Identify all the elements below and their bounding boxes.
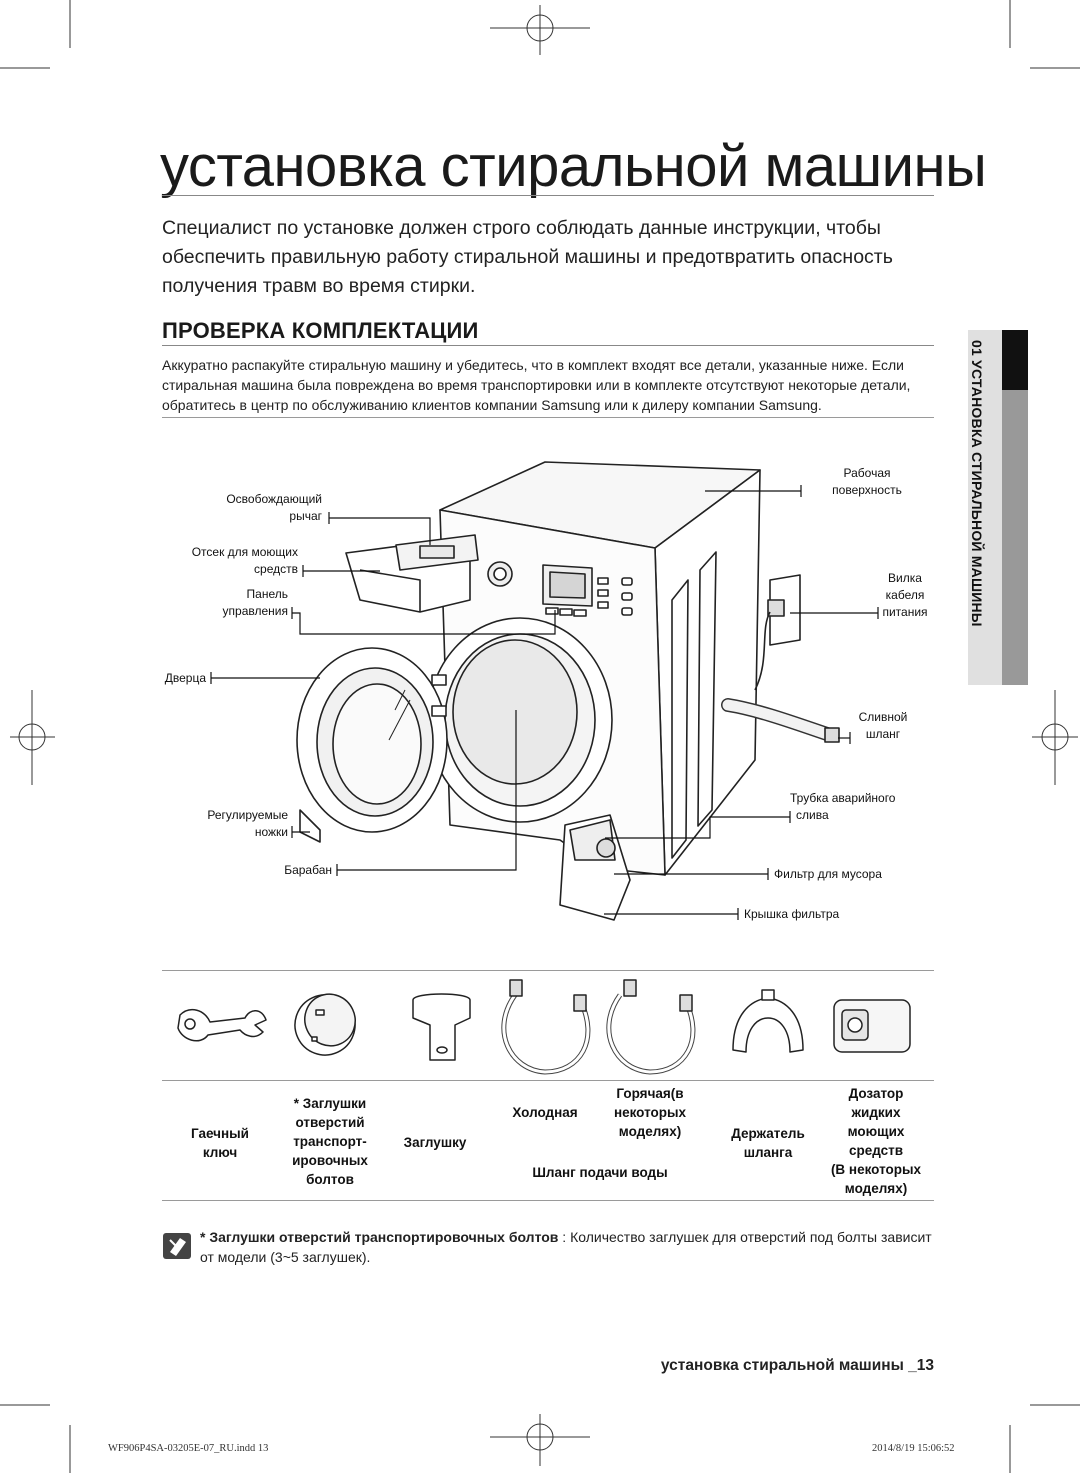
section-heading: ПРОВЕРКА КОМПЛЕКТАЦИИ <box>162 318 479 343</box>
label-emergency-drain: Трубка аварийного слива <box>790 790 930 824</box>
caption-spanner-line2: ключ <box>202 1145 238 1160</box>
label-power-plug-line2: кабеля <box>885 588 925 602</box>
caption-liquid-detergent-line5: (В некоторых <box>830 1162 922 1177</box>
caption-plug: Заглушку <box>403 1135 467 1150</box>
divider-top <box>162 417 934 418</box>
caption-liquid-detergent: Дозатор жидких моющих средств (В некотор… <box>820 1084 932 1198</box>
label-power-plug-line3: питания <box>882 605 928 619</box>
plug-icon <box>412 993 471 1061</box>
label-debris-filter: Фильтр для мусора <box>774 867 882 881</box>
label-drain-hose: Сливной шланг <box>850 709 916 743</box>
section-underline <box>162 345 934 346</box>
divider-accessories-bottom <box>162 1200 934 1201</box>
caption-hot-hose-line2: некоторых <box>613 1105 687 1120</box>
label-filter-cover: Крышка фильтра <box>744 907 840 921</box>
label-door: Дверца <box>164 671 206 685</box>
side-tab-background <box>968 330 1002 685</box>
label-emergency-drain-line2: слива <box>796 808 829 822</box>
caption-hot-hose: Горячая(в некоторых моделях) <box>595 1084 705 1141</box>
caption-liquid-detergent-line3: моющих <box>847 1124 905 1139</box>
section-paragraph: Аккуратно распакуйте стиральную машину и… <box>162 357 911 413</box>
label-detergent-drawer: Отсек для моющих средств <box>150 544 298 578</box>
label-release-lever-line2: рычаг <box>289 509 322 523</box>
caption-hose-guide-line1: Держатель <box>731 1126 805 1141</box>
intro-paragraph: Специалист по установке должен строго со… <box>162 217 893 297</box>
liquid-detergent-dispenser-icon <box>833 999 911 1053</box>
label-worktop: Рабочая поверхность <box>807 465 927 499</box>
label-worktop-line2: поверхность <box>832 483 902 497</box>
label-release-lever-line1: Освобождающий <box>226 492 322 506</box>
side-tab-bar <box>1002 390 1028 685</box>
note-text: * Заглушки отверстий транспортировочных … <box>200 1227 940 1267</box>
note-body: : Количество заглушек для отверстий под … <box>200 1229 932 1265</box>
caption-bolt-caps-line4: ировочных <box>292 1153 368 1168</box>
divider-accessories-top <box>162 970 934 971</box>
label-control-panel-line2: управления <box>222 604 288 618</box>
caption-bolt-caps-line3: транспорт- <box>293 1134 367 1149</box>
label-adjustable-feet-line1: Регулируемые <box>207 808 288 822</box>
caption-bolt-caps-line5: болтов <box>306 1172 354 1187</box>
caption-bolt-caps: * Заглушки отверстий транспорт- ировочны… <box>270 1094 390 1189</box>
caption-liquid-detergent-line6: моделях) <box>844 1181 908 1196</box>
caption-hose-guide-line2: шланга <box>743 1145 793 1160</box>
label-drain-hose-line1: Сливной <box>858 710 908 724</box>
hose-guide-icon <box>732 997 804 1053</box>
caption-liquid-detergent-line4: средств <box>848 1143 904 1158</box>
label-emergency-drain-line1: Трубка аварийного <box>790 791 896 805</box>
label-detergent-drawer-line1: Отсек для моющих <box>191 545 298 559</box>
hot-hose-icon <box>606 979 696 1075</box>
label-adjustable-feet: Регулируемые ножки <box>160 807 288 841</box>
spanner-icon <box>177 1008 267 1042</box>
caption-liquid-detergent-line2: жидких <box>851 1105 901 1120</box>
caption-water-hose: Шланг подачи воды <box>532 1165 668 1180</box>
caption-hot-hose-line1: Горячая(в <box>616 1086 684 1101</box>
caption-liquid-detergent-line1: Дозатор <box>848 1086 904 1101</box>
caption-spanner-line1: Гаечный <box>191 1126 249 1141</box>
cold-hose-icon <box>501 979 591 1075</box>
label-control-panel-line1: Панель <box>246 587 288 601</box>
caption-cold-hose: Холодная <box>512 1105 578 1120</box>
note-icon <box>163 1233 191 1259</box>
side-tab-marker <box>1002 330 1028 390</box>
caption-hot-hose-line3: моделях) <box>618 1124 682 1139</box>
label-power-plug-line1: Вилка <box>888 571 922 585</box>
caption-bolt-caps-line1: * Заглушки <box>293 1096 367 1111</box>
label-adjustable-feet-line2: ножки <box>254 825 288 839</box>
caption-spanner: Гаечный ключ <box>175 1124 265 1162</box>
bolt-cap-icon <box>294 993 356 1056</box>
label-release-lever: Освобождающий рычаг <box>180 491 322 525</box>
label-drum: Барабан <box>284 863 332 877</box>
label-drain-hose-line2: шланг <box>865 727 901 741</box>
imprint-date: 2014/8/19 15:06:52 <box>872 1443 955 1454</box>
label-worktop-line1: Рабочая <box>843 466 891 480</box>
label-control-panel: Панель управления <box>180 586 288 620</box>
footer-page-title: установка стиральной машины _13 <box>660 1357 934 1374</box>
note-bold: * Заглушки отверстий транспортировочных … <box>200 1229 559 1245</box>
caption-bolt-caps-line2: отверстий <box>295 1115 365 1130</box>
caption-hose-guide: Держатель шланга <box>718 1124 818 1162</box>
divider-accessories-mid <box>162 1080 934 1081</box>
label-detergent-drawer-line2: средств <box>254 562 298 576</box>
page-title: установка стиральной машины <box>160 134 987 199</box>
imprint-file: WF906P4SA-03205E-07_RU.indd 13 <box>108 1443 269 1454</box>
title-underline <box>162 195 934 196</box>
label-power-plug: Вилка кабеля питания <box>875 570 935 621</box>
